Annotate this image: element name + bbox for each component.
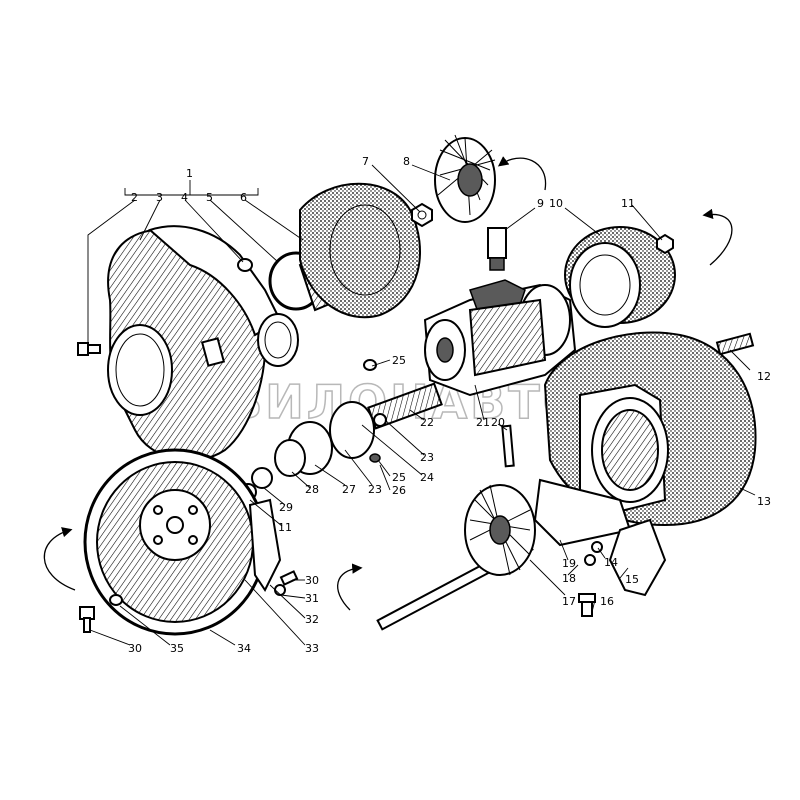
callout-label: 19 — [562, 557, 576, 570]
callout-label: 30 — [305, 574, 319, 587]
flange-gasket — [608, 518, 667, 597]
compressor-wheel — [434, 134, 496, 223]
thrust-ring — [329, 401, 375, 459]
callout-label: 30 — [128, 642, 142, 655]
seal-ring — [274, 439, 306, 477]
callout-label: 27 — [342, 483, 356, 496]
compressor-back-plate — [299, 182, 421, 319]
callout-label: 14 — [604, 556, 618, 569]
callout-label: 21 — [476, 416, 490, 429]
callout-label: 10 — [549, 197, 563, 210]
bolt — [279, 570, 299, 586]
bolt-long — [501, 424, 515, 468]
washer — [584, 554, 596, 566]
callout-label: 25 — [392, 471, 406, 484]
callout-label: 7 — [362, 155, 369, 168]
callout-label: 17 — [562, 595, 576, 608]
washer — [274, 584, 286, 596]
rotation-arrow — [43, 527, 76, 591]
callout-label: 9 — [537, 197, 544, 210]
spacer — [251, 467, 273, 489]
callout-label: 2 — [131, 191, 138, 204]
bushing-small — [369, 453, 381, 463]
rotation-arrow — [337, 563, 363, 611]
callout-label: 24 — [420, 471, 434, 484]
callout-label: 22 — [420, 416, 434, 429]
callout-label: 33 — [305, 642, 319, 655]
washer — [591, 541, 603, 553]
callout-label: 1 — [186, 167, 193, 180]
callout-label: 16 — [600, 595, 614, 608]
bolt — [79, 606, 95, 633]
callout-label: 8 — [403, 155, 410, 168]
callout-label: 12 — [757, 370, 771, 383]
hex-nut — [656, 233, 674, 255]
callout-label: 32 — [305, 613, 319, 626]
bolt — [578, 593, 596, 617]
callout-label: 3 — [156, 191, 163, 204]
callout-label: 13 — [757, 495, 771, 508]
callout-label: 23 — [420, 451, 434, 464]
turbine-wheel-shaft — [376, 484, 536, 631]
oil-fitting — [487, 227, 507, 271]
callout-label: 29 — [279, 501, 293, 514]
heat-shield-ring — [564, 226, 676, 328]
callout-label: 25 — [392, 354, 406, 367]
callout-label: 11 — [621, 197, 635, 210]
callout-label: 35 — [170, 642, 184, 655]
callout-label: 31 — [305, 592, 319, 605]
gasket-small — [237, 258, 253, 272]
rotation-arrow — [497, 156, 547, 191]
washer — [109, 594, 123, 606]
pulley-hub-bracket — [248, 498, 282, 592]
bushing — [373, 413, 387, 427]
callout-label: 20 — [491, 416, 505, 429]
callout-label: 4 — [181, 191, 188, 204]
callout-label: 15 — [625, 573, 639, 586]
bolt — [77, 342, 101, 356]
callout-label: 23 — [368, 483, 382, 496]
pulley — [83, 448, 267, 636]
leader-lines — [87, 164, 756, 646]
callout-label: 18 — [562, 572, 576, 585]
turbine-housing — [533, 331, 757, 547]
callout-label: 11 — [278, 521, 292, 534]
bearing-housing — [423, 279, 577, 397]
callout-label: 26 — [392, 484, 406, 497]
callout-label: 34 — [237, 642, 251, 655]
callout-label: 5 — [206, 191, 213, 204]
stud-bolt — [715, 332, 755, 356]
callout-label: 6 — [240, 191, 247, 204]
callout-label: 28 — [305, 483, 319, 496]
compressor-housing — [107, 225, 299, 462]
rotation-arrow — [702, 208, 733, 266]
callout-labels: 1 2 3 4 5 6 7 8 9 10 11 12 13 14 15 16 1… — [128, 155, 771, 655]
